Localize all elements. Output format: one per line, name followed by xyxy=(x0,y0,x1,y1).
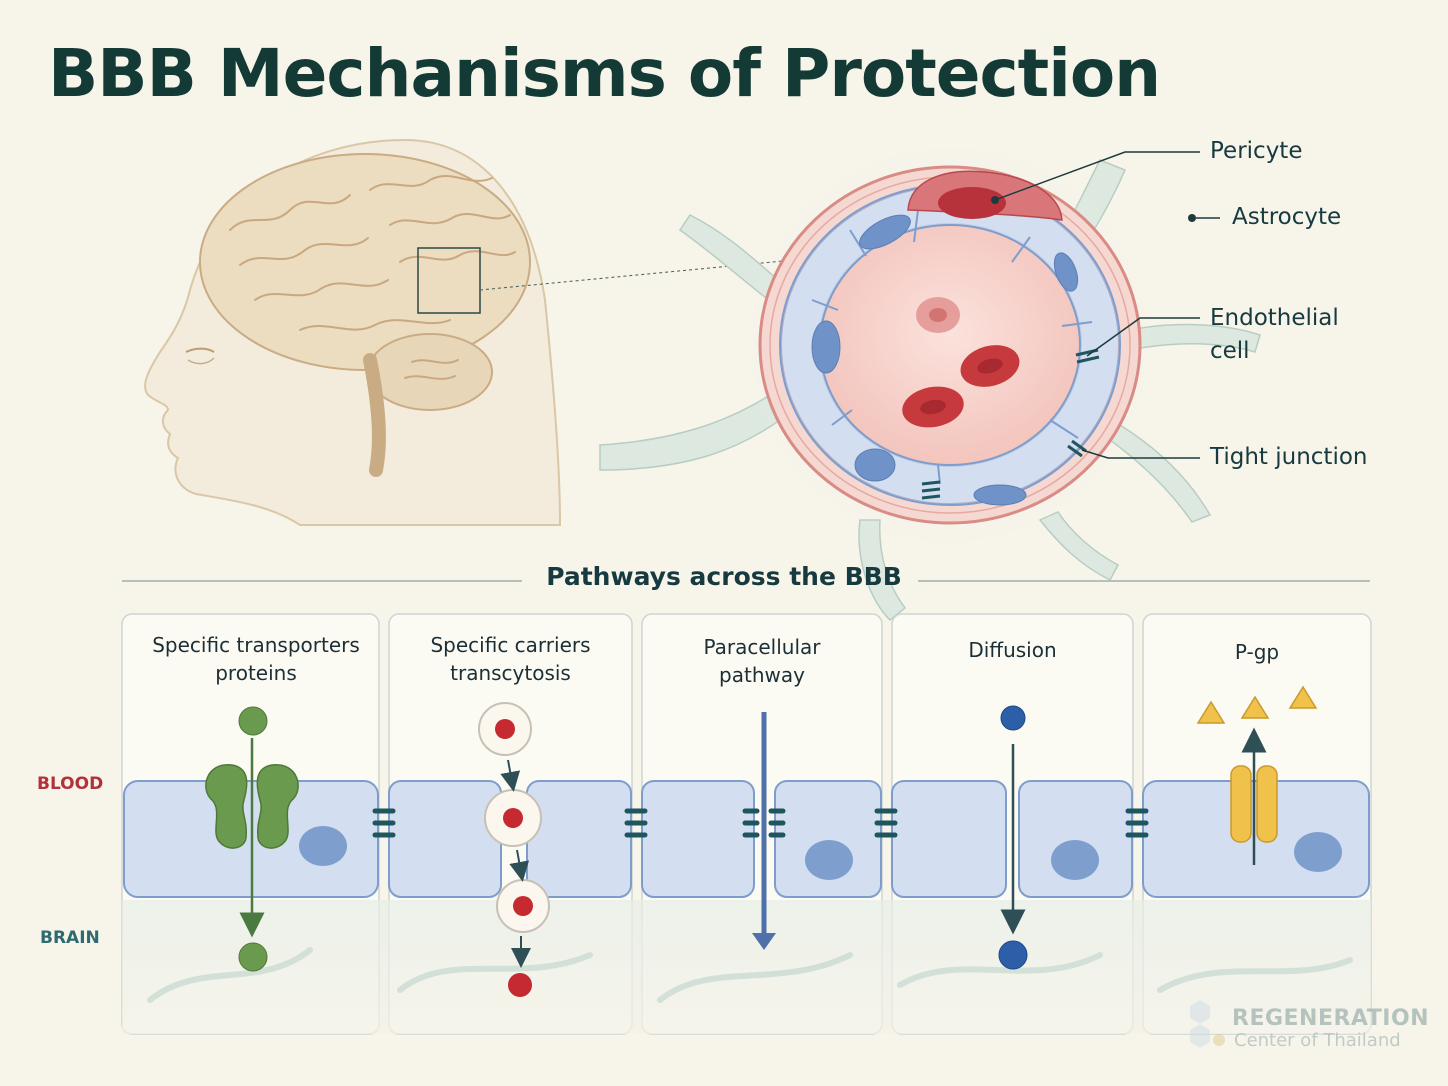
panel-title-line1: Diffusion xyxy=(968,638,1057,662)
blood-vessel-cross-section-icon xyxy=(758,165,1142,525)
label-leader-lines xyxy=(994,151,1220,459)
panel-title-line2: pathway xyxy=(719,663,805,687)
panel-title-line1: P-gp xyxy=(1234,640,1280,664)
label-endothelial-line1: Endothelial xyxy=(1210,305,1339,331)
panel-title-diffusion: Diffusion xyxy=(892,636,1133,664)
panel-title-line2: transcytosis xyxy=(450,661,571,685)
watermark-logo-icon xyxy=(1190,1000,1225,1048)
brain-illustration-icon xyxy=(199,153,531,477)
panel-title-line2: proteins xyxy=(215,661,297,685)
panel-title-carriers: Specific carriers transcytosis xyxy=(389,631,632,687)
transporter-protein-icon xyxy=(205,764,299,849)
p-gp-pump-icon xyxy=(1230,765,1278,843)
panel-title-pgp: P-gp xyxy=(1143,638,1371,666)
drug-molecule-icon xyxy=(1196,685,1318,724)
watermark-line2: Center of Thailand xyxy=(1234,1030,1401,1051)
panel-title-line1: Specific carriers xyxy=(430,633,591,657)
vesicle-icon xyxy=(478,702,550,933)
panel-title-transporters: Specific transporters proteins xyxy=(122,631,390,687)
label-tight-junction: Tight junction xyxy=(1210,444,1368,470)
label-pericyte: Pericyte xyxy=(1210,138,1303,164)
astrocyte-icon xyxy=(599,159,1261,622)
section-title: Pathways across the BBB xyxy=(546,562,902,591)
brain-label: BRAIN xyxy=(40,928,100,948)
panel-title-line1: Specific transporters xyxy=(152,633,360,657)
watermark-line1: REGENERATION xyxy=(1232,1006,1430,1031)
panel-title-paracellular: Paracellular pathway xyxy=(642,633,882,689)
red-blood-cell-icon xyxy=(902,297,1020,428)
label-astrocyte: Astrocyte xyxy=(1232,204,1342,230)
page-title: BBB Mechanisms of Protection xyxy=(48,35,1161,112)
blood-label: BLOOD xyxy=(37,774,104,794)
panel-title-line1: Paracellular xyxy=(703,635,821,659)
label-endothelial-line2: cell xyxy=(1210,338,1250,364)
tight-junction-icon xyxy=(372,808,1149,838)
zoom-box xyxy=(417,247,481,314)
endothelial-cell-row xyxy=(123,780,1370,898)
